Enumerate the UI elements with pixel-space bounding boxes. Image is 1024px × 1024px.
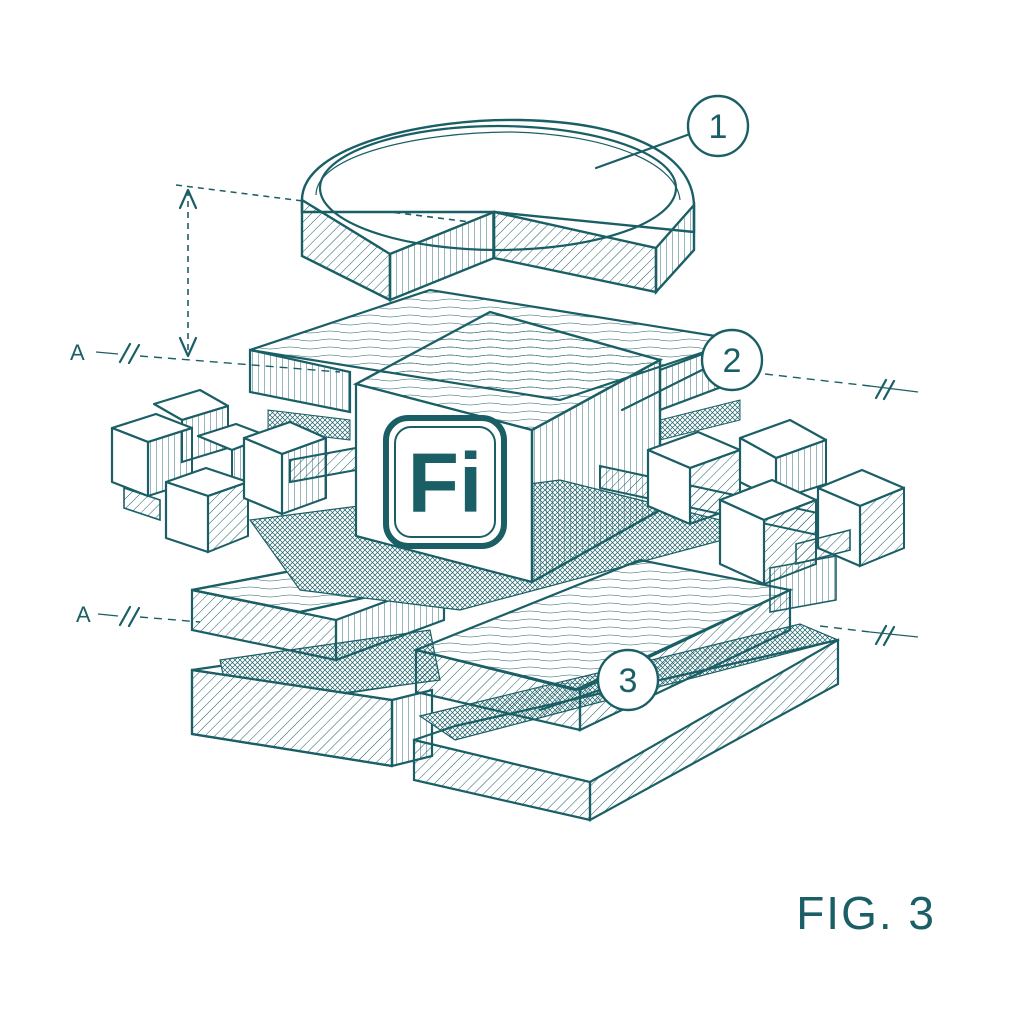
top-ring [300, 118, 696, 302]
base-slab-left [190, 629, 441, 768]
callout-1: 1 [594, 94, 750, 170]
callout-1-number: 1 [709, 108, 728, 146]
callout-3-number: 3 [619, 662, 638, 700]
fi-logo-text: Fi [408, 436, 483, 530]
cube-cluster-right [646, 418, 906, 613]
callout-2-number: 2 [723, 342, 742, 380]
section-line-lower [97, 605, 919, 647]
callout-3: 3 [538, 648, 660, 712]
section-mark-a-upper: A [70, 340, 85, 365]
section-line-upper [95, 342, 919, 401]
cube-cluster-left [110, 388, 328, 554]
figure-label: FIG. 3 [796, 887, 936, 939]
section-mark-a-lower: A [76, 602, 91, 627]
callout-2: 2 [620, 328, 764, 412]
fi-logo: Fi [383, 415, 507, 549]
